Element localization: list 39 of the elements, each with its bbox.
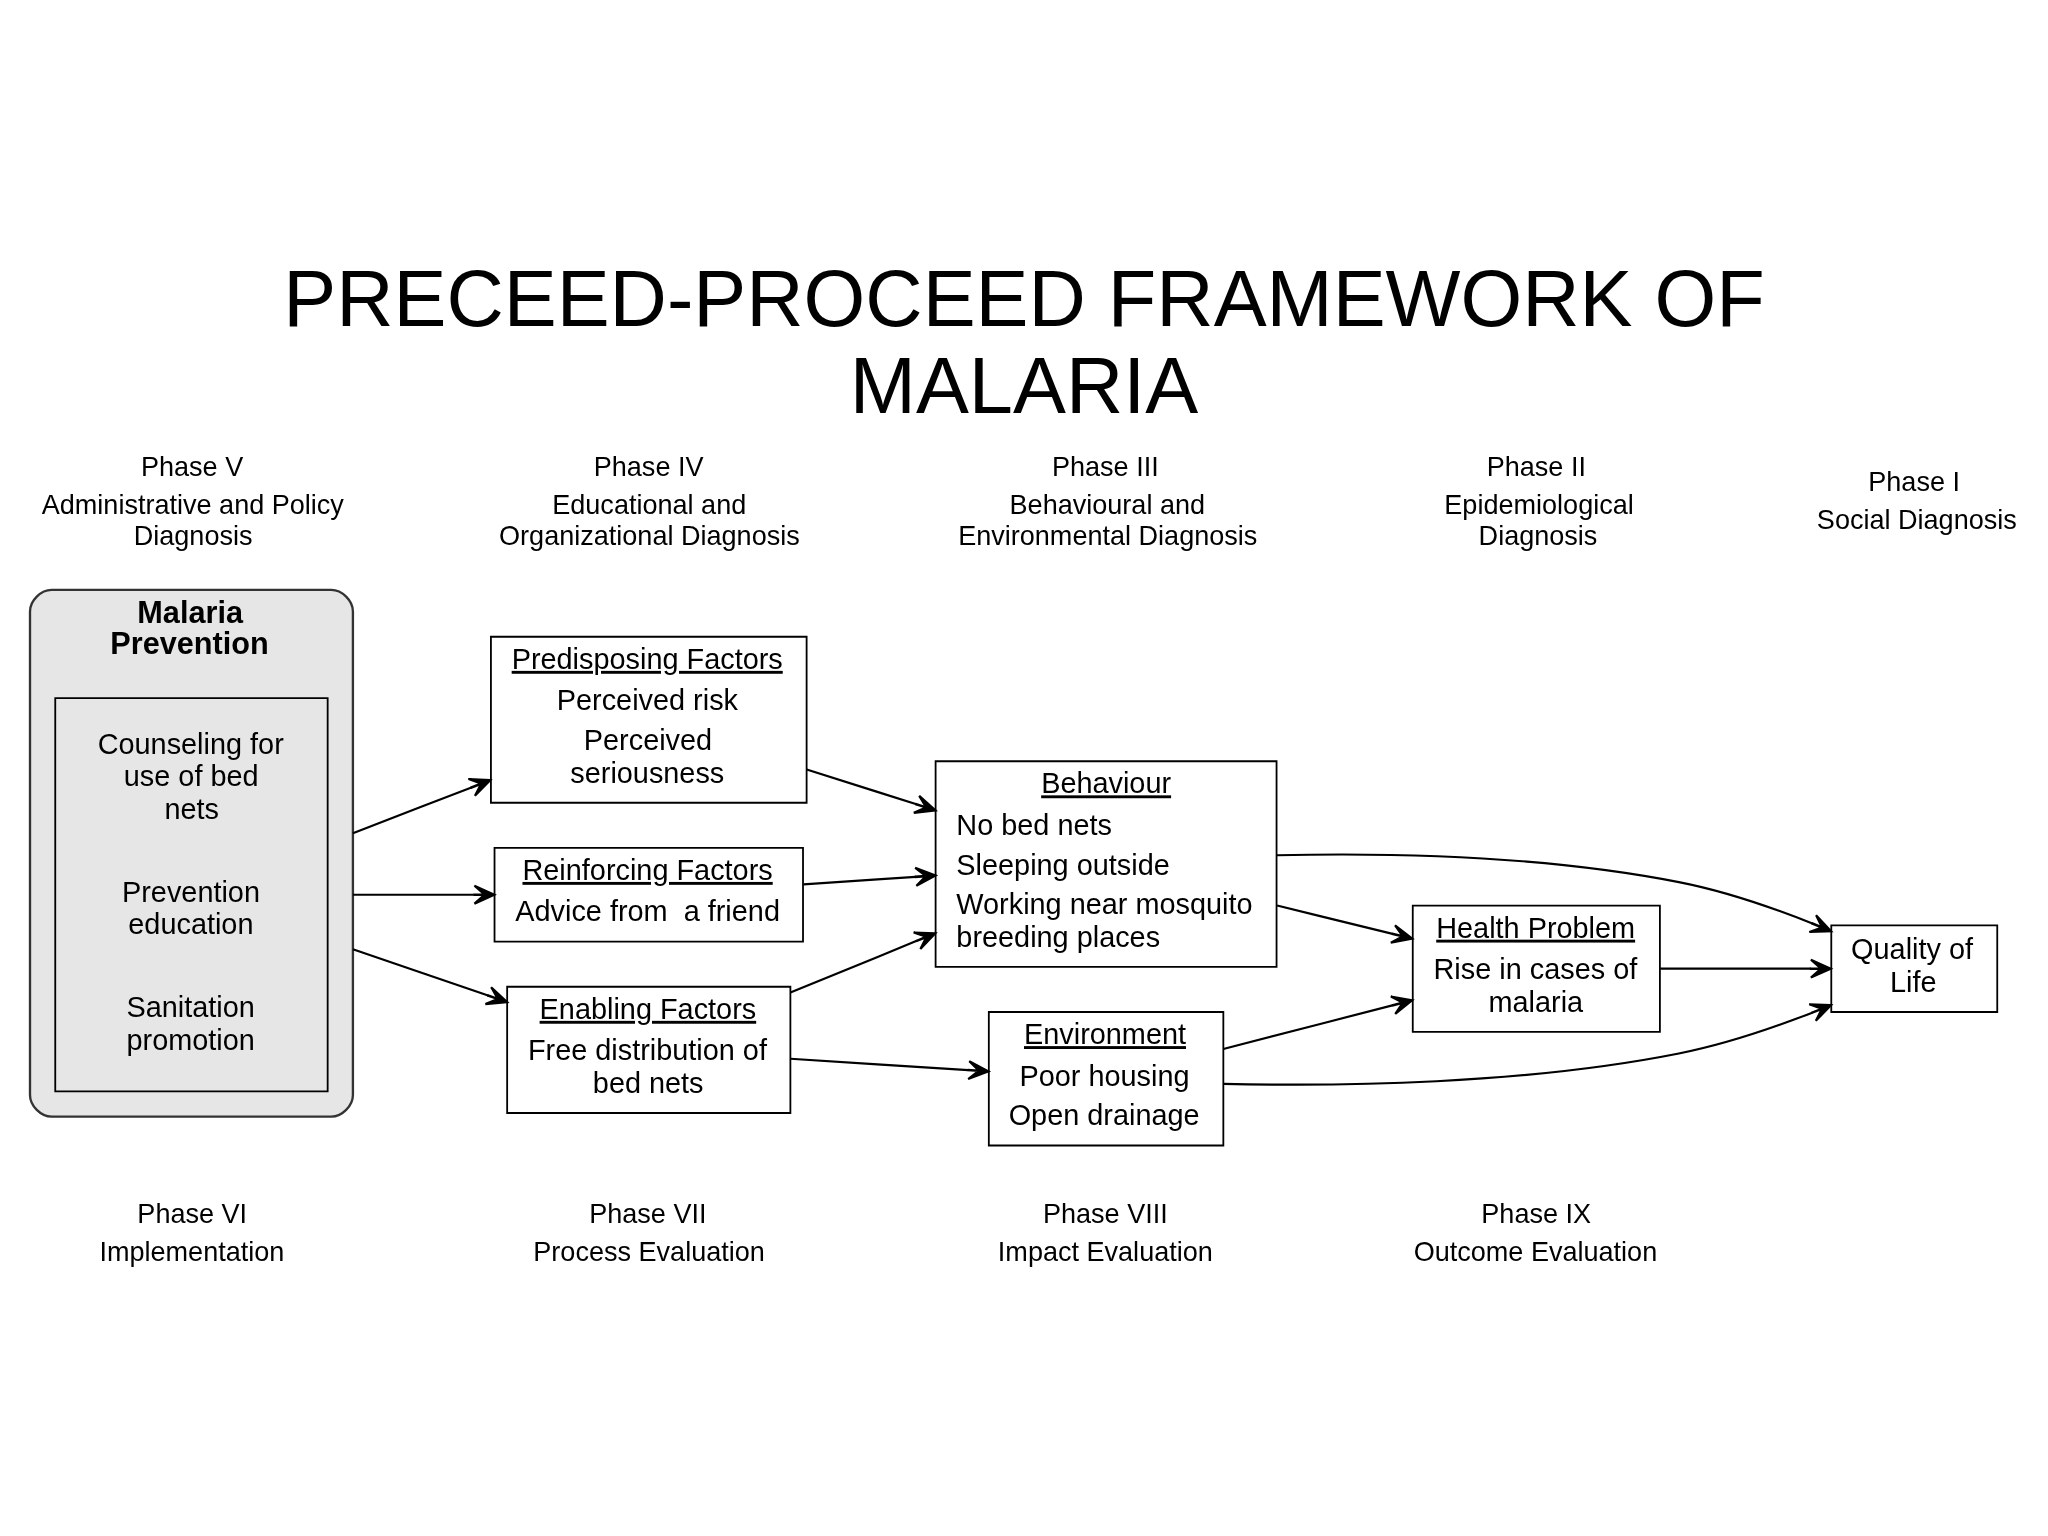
label: Phase V (140, 452, 244, 483)
label: Phase VI (137, 1199, 248, 1230)
arrow (1276, 904, 1414, 944)
node-box: Health Problem Rise in cases of malaria (1411, 904, 1661, 1033)
arrow (1223, 1003, 1833, 1086)
node-box: Enabling Factors Free distribution of bed nets (506, 985, 792, 1114)
label: Process Evaluation (533, 1236, 765, 1267)
arrow (790, 1057, 990, 1081)
label: Implementation (99, 1236, 285, 1267)
label: Outcome Evaluation (1413, 1236, 1658, 1267)
label: Phase VII (589, 1199, 707, 1230)
label: Educational and Organizational Diagnosis (499, 490, 800, 551)
arrow (352, 777, 492, 835)
node-box: Behaviour No bed nets Sleeping outside Working near mosquito breeding places (934, 760, 1278, 968)
node-box: Quality of Life (1830, 924, 1999, 1013)
arrow (1276, 853, 1833, 933)
arrow (1660, 958, 1832, 979)
arrow (352, 884, 496, 905)
arrow (803, 866, 937, 887)
arrow (806, 768, 937, 814)
label: Epidemiological Diagnosis (1444, 490, 1634, 551)
label: Phase III (1051, 452, 1159, 483)
label: Phase I (1868, 466, 1960, 497)
label: Phase VIII (1042, 1199, 1168, 1230)
label: Administrative and Policy Diagnosis (41, 490, 344, 551)
node-box: Counseling for use of bed nets Prevention education Sanitation promotion (54, 697, 329, 1093)
arrow (1223, 995, 1414, 1050)
arrow (352, 948, 509, 1006)
label: Impact Evaluation (997, 1236, 1213, 1267)
label: Social Diagnosis (1816, 504, 2017, 535)
label: Phase IX (1481, 1199, 1592, 1230)
diagram-title: PRECEED-PROCEED FRAMEWORK OF MALARIA (283, 253, 1765, 430)
node-box: Reinforcing Factors Advice from a friend (493, 846, 804, 943)
label: Behavioural and Environmental Diagnosis (958, 490, 1258, 551)
node-box: Environment Poor housing Open drainage (987, 1011, 1225, 1147)
node-box: Predisposing Factors Perceived risk Perceived seriousness (490, 635, 808, 804)
label: Phase II (1486, 452, 1586, 483)
arrow (790, 931, 937, 994)
label: Phase IV (593, 452, 704, 483)
